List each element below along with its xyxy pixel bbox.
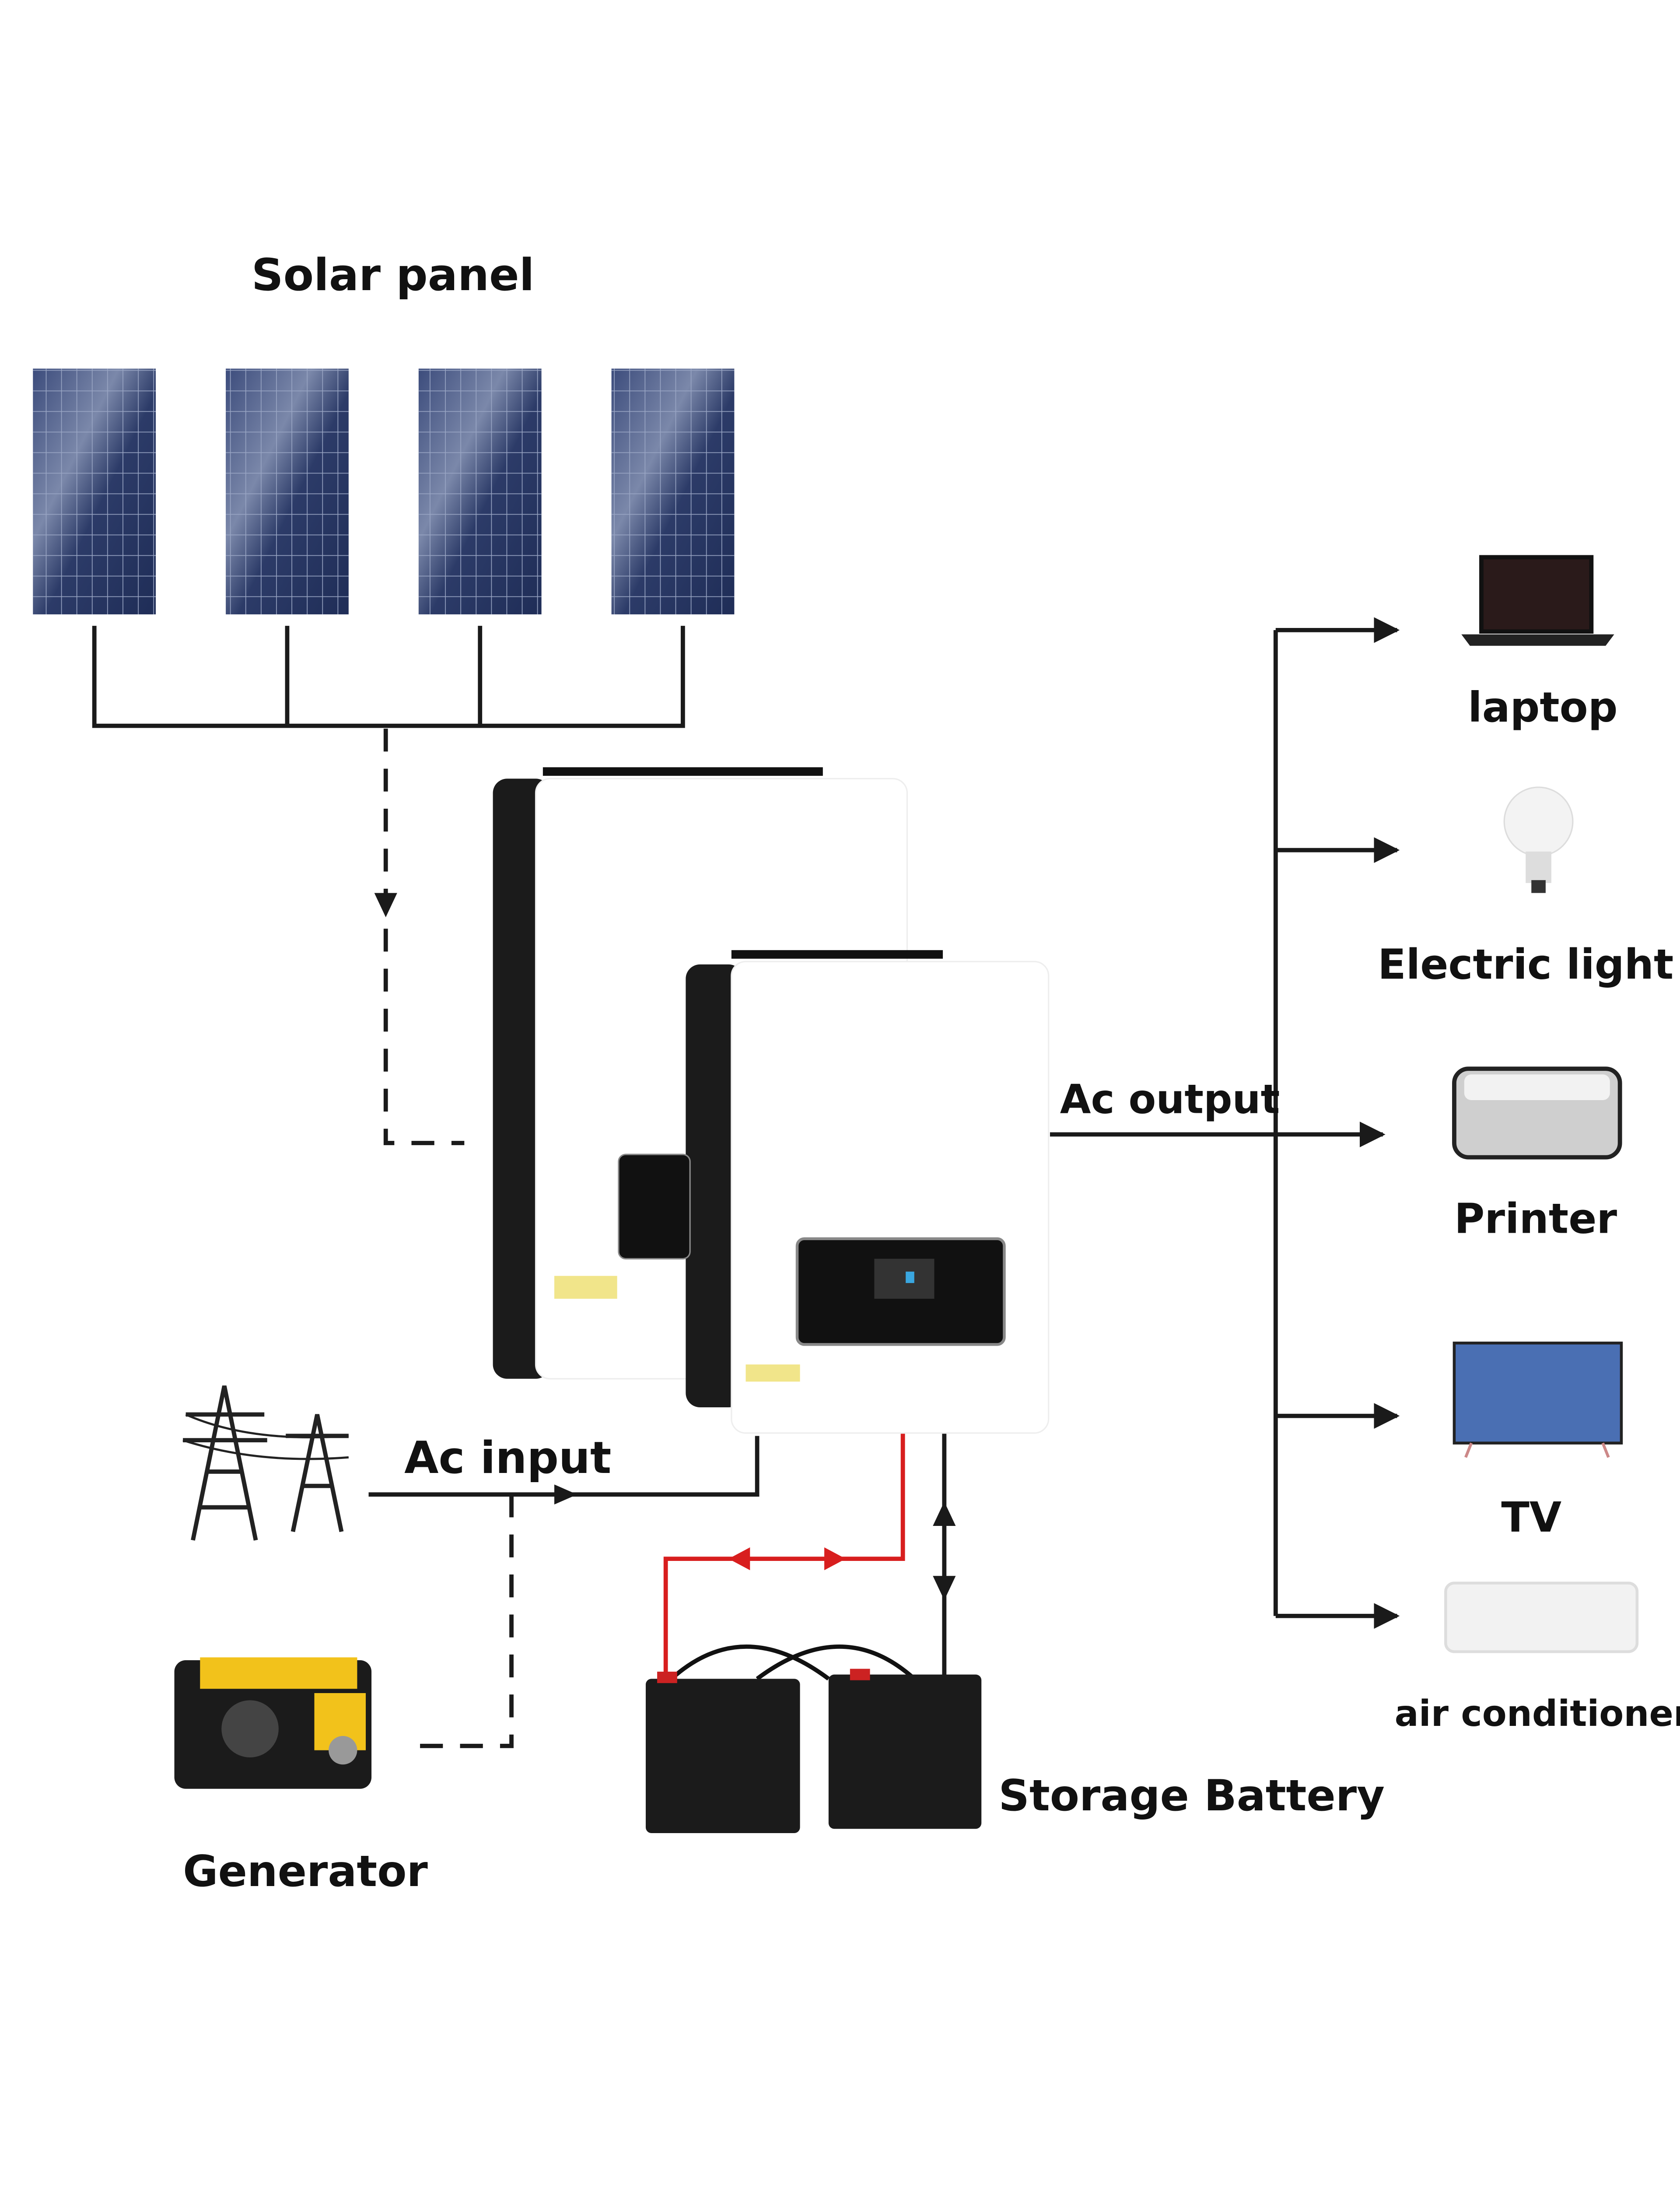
solar-panel-icon [611,368,735,614]
battery-positive-line [663,1414,905,1683]
ac-input-arrow [554,1484,578,1505]
solar-system-diagram: Solar panel [33,249,1680,1897]
air-conditioner-label: air conditioner [1395,1693,1680,1735]
light-bulb-icon [1503,786,1574,893]
laptop-icon [1461,555,1614,646]
tv-icon [1452,1341,1623,1458]
electric-light-label: Electric light [1378,941,1673,989]
battery-arrow-up [933,1501,956,1526]
tv-label: TV [1501,1494,1561,1542]
solar-panel-icon [226,368,349,614]
connection-lines [92,617,1400,1748]
battery-icon [828,1669,982,1829]
dc-arrow-down [374,893,397,918]
solar-panels [33,368,735,614]
generator-icon [174,1657,372,1789]
battery-icon [645,1645,916,1833]
battery-arrow-down [933,1576,956,1600]
solar-panel-icon [418,368,542,614]
storage-battery-label: Storage Battery [998,1771,1385,1821]
ac-input-label: Ac input [404,1432,611,1483]
laptop-label: laptop [1468,684,1617,732]
inverter-icon [618,950,1050,1434]
solar-panel-icon [33,368,156,614]
air-conditioner-icon [1444,1581,1639,1653]
solar-panel-label: Solar panel [252,249,535,301]
ac-output-label: Ac output [1060,1076,1280,1122]
transmission-tower-icon [182,1385,349,1541]
printer-label: Printer [1454,1195,1617,1243]
generator-label: Generator [183,1847,428,1897]
printer-icon [1452,1066,1622,1160]
